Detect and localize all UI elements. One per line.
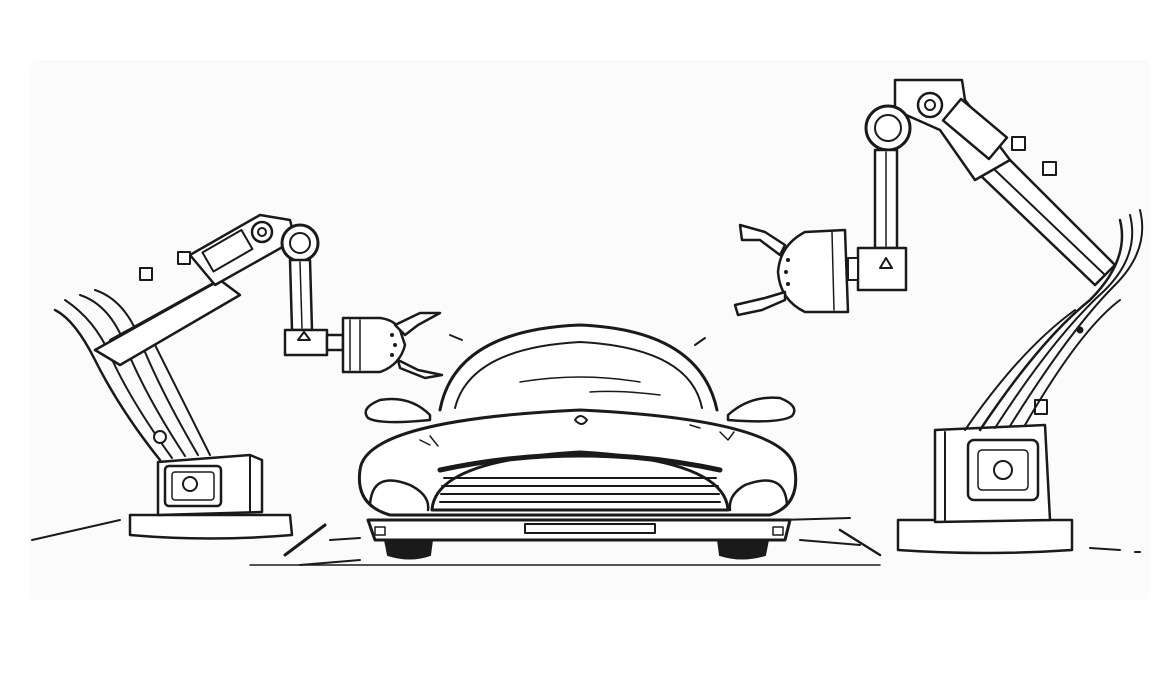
robot-arm-left [53, 213, 463, 540]
floor-lines [31, 517, 1141, 566]
robot-arm-right [694, 78, 1144, 555]
car [357, 323, 798, 560]
